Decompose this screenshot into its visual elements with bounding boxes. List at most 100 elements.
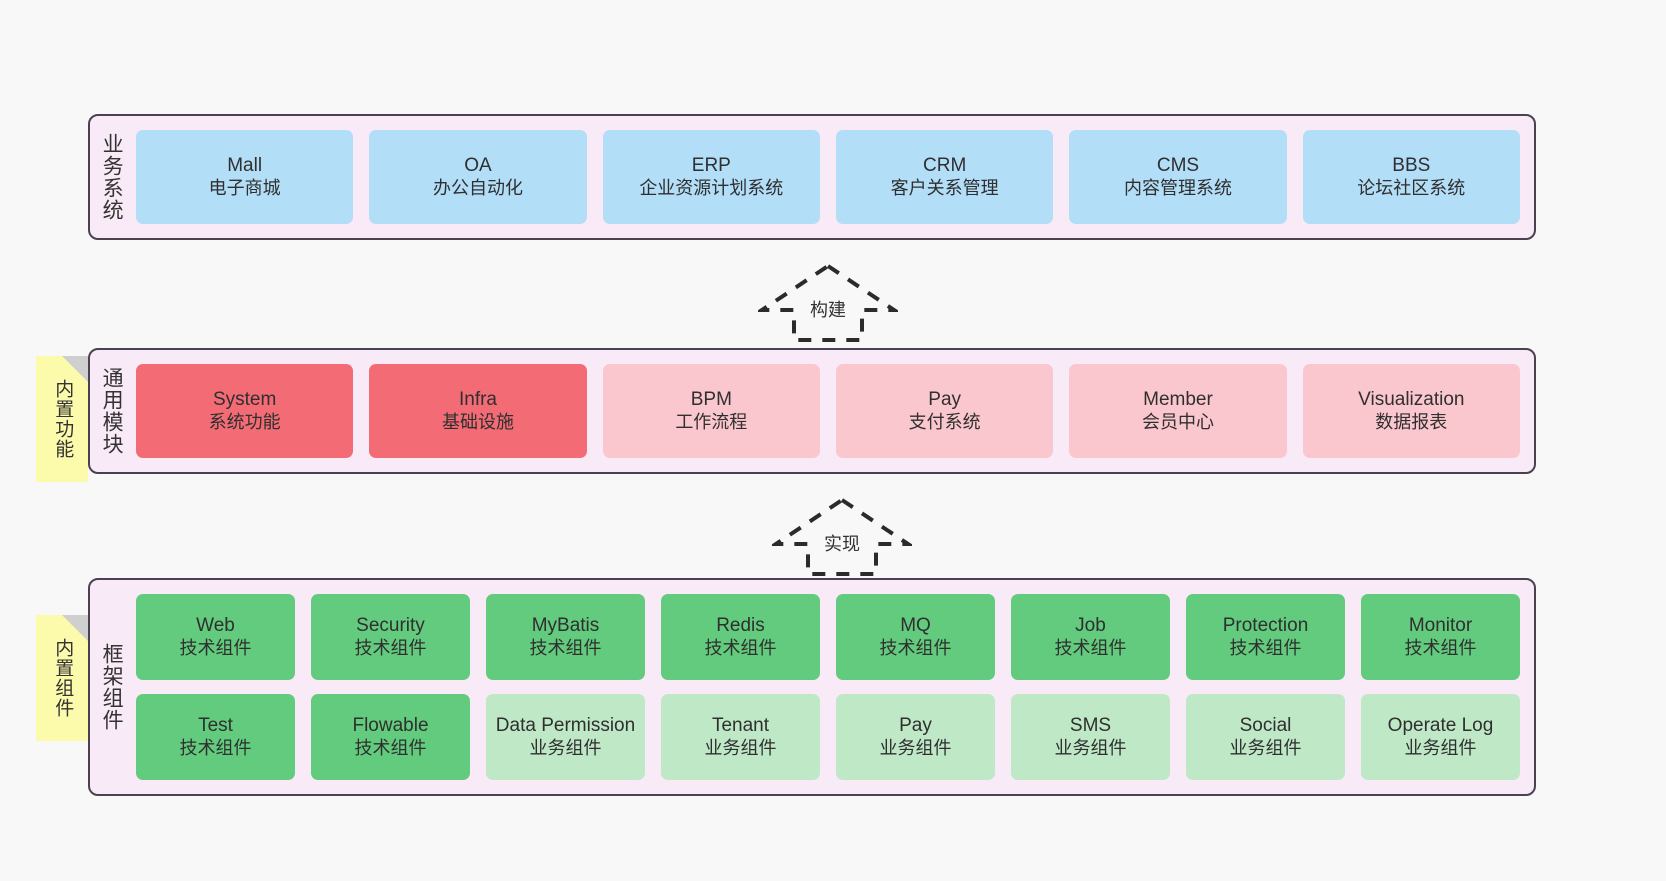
node-subtitle: 技术组件 — [704, 637, 777, 658]
node-subtitle: 基础设施 — [441, 411, 514, 432]
node-subtitle: 技术组件 — [879, 637, 952, 658]
node-subtitle: 数据报表 — [1375, 411, 1448, 432]
node-bpm[interactable]: BPM 工作流程 — [602, 364, 820, 458]
node-title: Member — [1143, 389, 1213, 411]
node-title: Social — [1239, 715, 1292, 737]
node-system[interactable]: System 系统功能 — [136, 364, 354, 458]
node-job[interactable]: Job 技术组件 — [1011, 594, 1170, 680]
node-mq[interactable]: MQ 技术组件 — [836, 594, 995, 680]
node-title: Pay — [899, 715, 932, 737]
connector-implement: 实现 — [772, 496, 912, 576]
node-subtitle: 技术组件 — [354, 637, 427, 658]
node-title: Visualization — [1358, 389, 1465, 411]
node-data-permission[interactable]: Data Permission 业务组件 — [486, 694, 645, 780]
sticky-note-builtin-components: 内置组件 — [36, 615, 88, 741]
layer-body-common-modules: System 系统功能 Infra 基础设施 BPM 工作流程 Pay 支付系统… — [132, 350, 1534, 472]
node-subtitle: 技术组件 — [1404, 637, 1477, 658]
node-subtitle: 业务组件 — [1229, 737, 1302, 758]
layer-title-common-modules: 通用模块 — [100, 367, 124, 455]
node-title: Job — [1075, 615, 1106, 637]
sticky-note-label: 内置功能 — [52, 379, 74, 459]
node-subtitle: 论坛社区系统 — [1357, 177, 1466, 198]
node-subtitle: 技术组件 — [1054, 637, 1127, 658]
node-title: SMS — [1069, 715, 1112, 737]
connector-build: 构建 — [758, 262, 898, 342]
node-title: CMS — [1156, 155, 1200, 177]
node-row: Test 技术组件 Flowable 技术组件 Data Permission … — [136, 694, 1520, 780]
node-redis[interactable]: Redis 技术组件 — [661, 594, 820, 680]
node-visualization[interactable]: Visualization 数据报表 — [1302, 364, 1520, 458]
node-member[interactable]: Member 会员中心 — [1069, 364, 1287, 458]
node-subtitle: 技术组件 — [179, 737, 252, 758]
node-title: Protection — [1222, 615, 1309, 637]
node-oa[interactable]: OA 办公自动化 — [369, 130, 587, 224]
node-social[interactable]: Social 业务组件 — [1186, 694, 1345, 780]
node-title: Security — [356, 615, 425, 637]
node-test[interactable]: Test 技术组件 — [136, 694, 295, 780]
node-title: BBS — [1392, 155, 1431, 177]
node-protection[interactable]: Protection 技术组件 — [1186, 594, 1345, 680]
sticky-note-label: 内置组件 — [52, 638, 74, 718]
node-title: CRM — [923, 155, 967, 177]
node-subtitle: 工作流程 — [675, 411, 748, 432]
node-bbs[interactable]: BBS 论坛社区系统 — [1302, 130, 1520, 224]
node-sms[interactable]: SMS 业务组件 — [1011, 694, 1170, 780]
layer-body-framework-components: Web 技术组件 Security 技术组件 MyBatis 技术组件 Redi… — [132, 580, 1534, 794]
node-title: ERP — [691, 155, 731, 177]
connector-label-build: 构建 — [807, 296, 849, 322]
node-mall[interactable]: Mall 电子商城 — [136, 130, 354, 224]
node-monitor[interactable]: Monitor 技术组件 — [1361, 594, 1520, 680]
node-title: Infra — [458, 389, 497, 411]
node-subtitle: 技术组件 — [1229, 637, 1302, 658]
layer-framework-components[interactable]: 框架组件 Web 技术组件 Security 技术组件 MyBatis 技术组件… — [88, 578, 1536, 796]
layer-business-systems[interactable]: 业务系统 Mall 电子商城 OA 办公自动化 ERP 企业资源计划系统 CRM… — [88, 114, 1536, 240]
hollow-arrow-up-icon — [758, 263, 898, 342]
node-security[interactable]: Security 技术组件 — [311, 594, 470, 680]
node-title: Mall — [227, 155, 263, 177]
layer-body-business-systems: Mall 电子商城 OA 办公自动化 ERP 企业资源计划系统 CRM 客户关系… — [132, 116, 1534, 238]
node-erp[interactable]: ERP 企业资源计划系统 — [602, 130, 820, 224]
layer-title-framework-components: 框架组件 — [100, 643, 124, 731]
node-subtitle: 业务组件 — [704, 737, 777, 758]
node-subtitle: 业务组件 — [529, 737, 602, 758]
node-subtitle: 电子商城 — [208, 177, 281, 198]
node-title: Operate Log — [1387, 715, 1494, 737]
node-subtitle: 支付系统 — [908, 411, 981, 432]
node-tenant[interactable]: Tenant 业务组件 — [661, 694, 820, 780]
node-title: Tenant — [711, 715, 770, 737]
layer-title-business-systems: 业务系统 — [100, 133, 124, 221]
node-infra[interactable]: Infra 基础设施 — [369, 364, 587, 458]
node-operate-log[interactable]: Operate Log 业务组件 — [1361, 694, 1520, 780]
node-title: Pay — [928, 389, 962, 411]
node-web[interactable]: Web 技术组件 — [136, 594, 295, 680]
node-title: Flowable — [352, 715, 429, 737]
node-subtitle: 办公自动化 — [432, 177, 523, 198]
layer-common-modules[interactable]: 通用模块 System 系统功能 Infra 基础设施 BPM 工作流程 Pay… — [88, 348, 1536, 474]
node-subtitle: 业务组件 — [1054, 737, 1127, 758]
node-pay-business[interactable]: Pay 业务组件 — [836, 694, 995, 780]
node-crm[interactable]: CRM 客户关系管理 — [835, 130, 1054, 224]
node-mybatis[interactable]: MyBatis 技术组件 — [486, 594, 645, 680]
node-subtitle: 客户关系管理 — [890, 177, 999, 198]
node-subtitle: 技术组件 — [354, 737, 427, 758]
node-cms[interactable]: CMS 内容管理系统 — [1069, 130, 1287, 224]
node-title: System — [212, 389, 277, 411]
node-row: Web 技术组件 Security 技术组件 MyBatis 技术组件 Redi… — [136, 594, 1520, 680]
node-subtitle: 业务组件 — [1404, 737, 1477, 758]
node-title: MQ — [900, 615, 931, 637]
node-title: Monitor — [1408, 615, 1473, 637]
node-title: OA — [464, 155, 492, 177]
node-pay[interactable]: Pay 支付系统 — [835, 364, 1054, 458]
node-row: System 系统功能 Infra 基础设施 BPM 工作流程 Pay 支付系统… — [136, 364, 1520, 458]
node-subtitle: 企业资源计划系统 — [639, 177, 784, 198]
node-flowable[interactable]: Flowable 技术组件 — [311, 694, 470, 780]
node-subtitle: 技术组件 — [179, 637, 252, 658]
node-title: MyBatis — [531, 615, 600, 637]
node-title: Data Permission — [495, 715, 636, 737]
node-subtitle: 业务组件 — [879, 737, 952, 758]
connector-label-implement: 实现 — [821, 530, 863, 556]
hollow-arrow-up-icon — [772, 497, 912, 576]
node-title: BPM — [690, 389, 732, 411]
node-subtitle: 会员中心 — [1141, 411, 1214, 432]
